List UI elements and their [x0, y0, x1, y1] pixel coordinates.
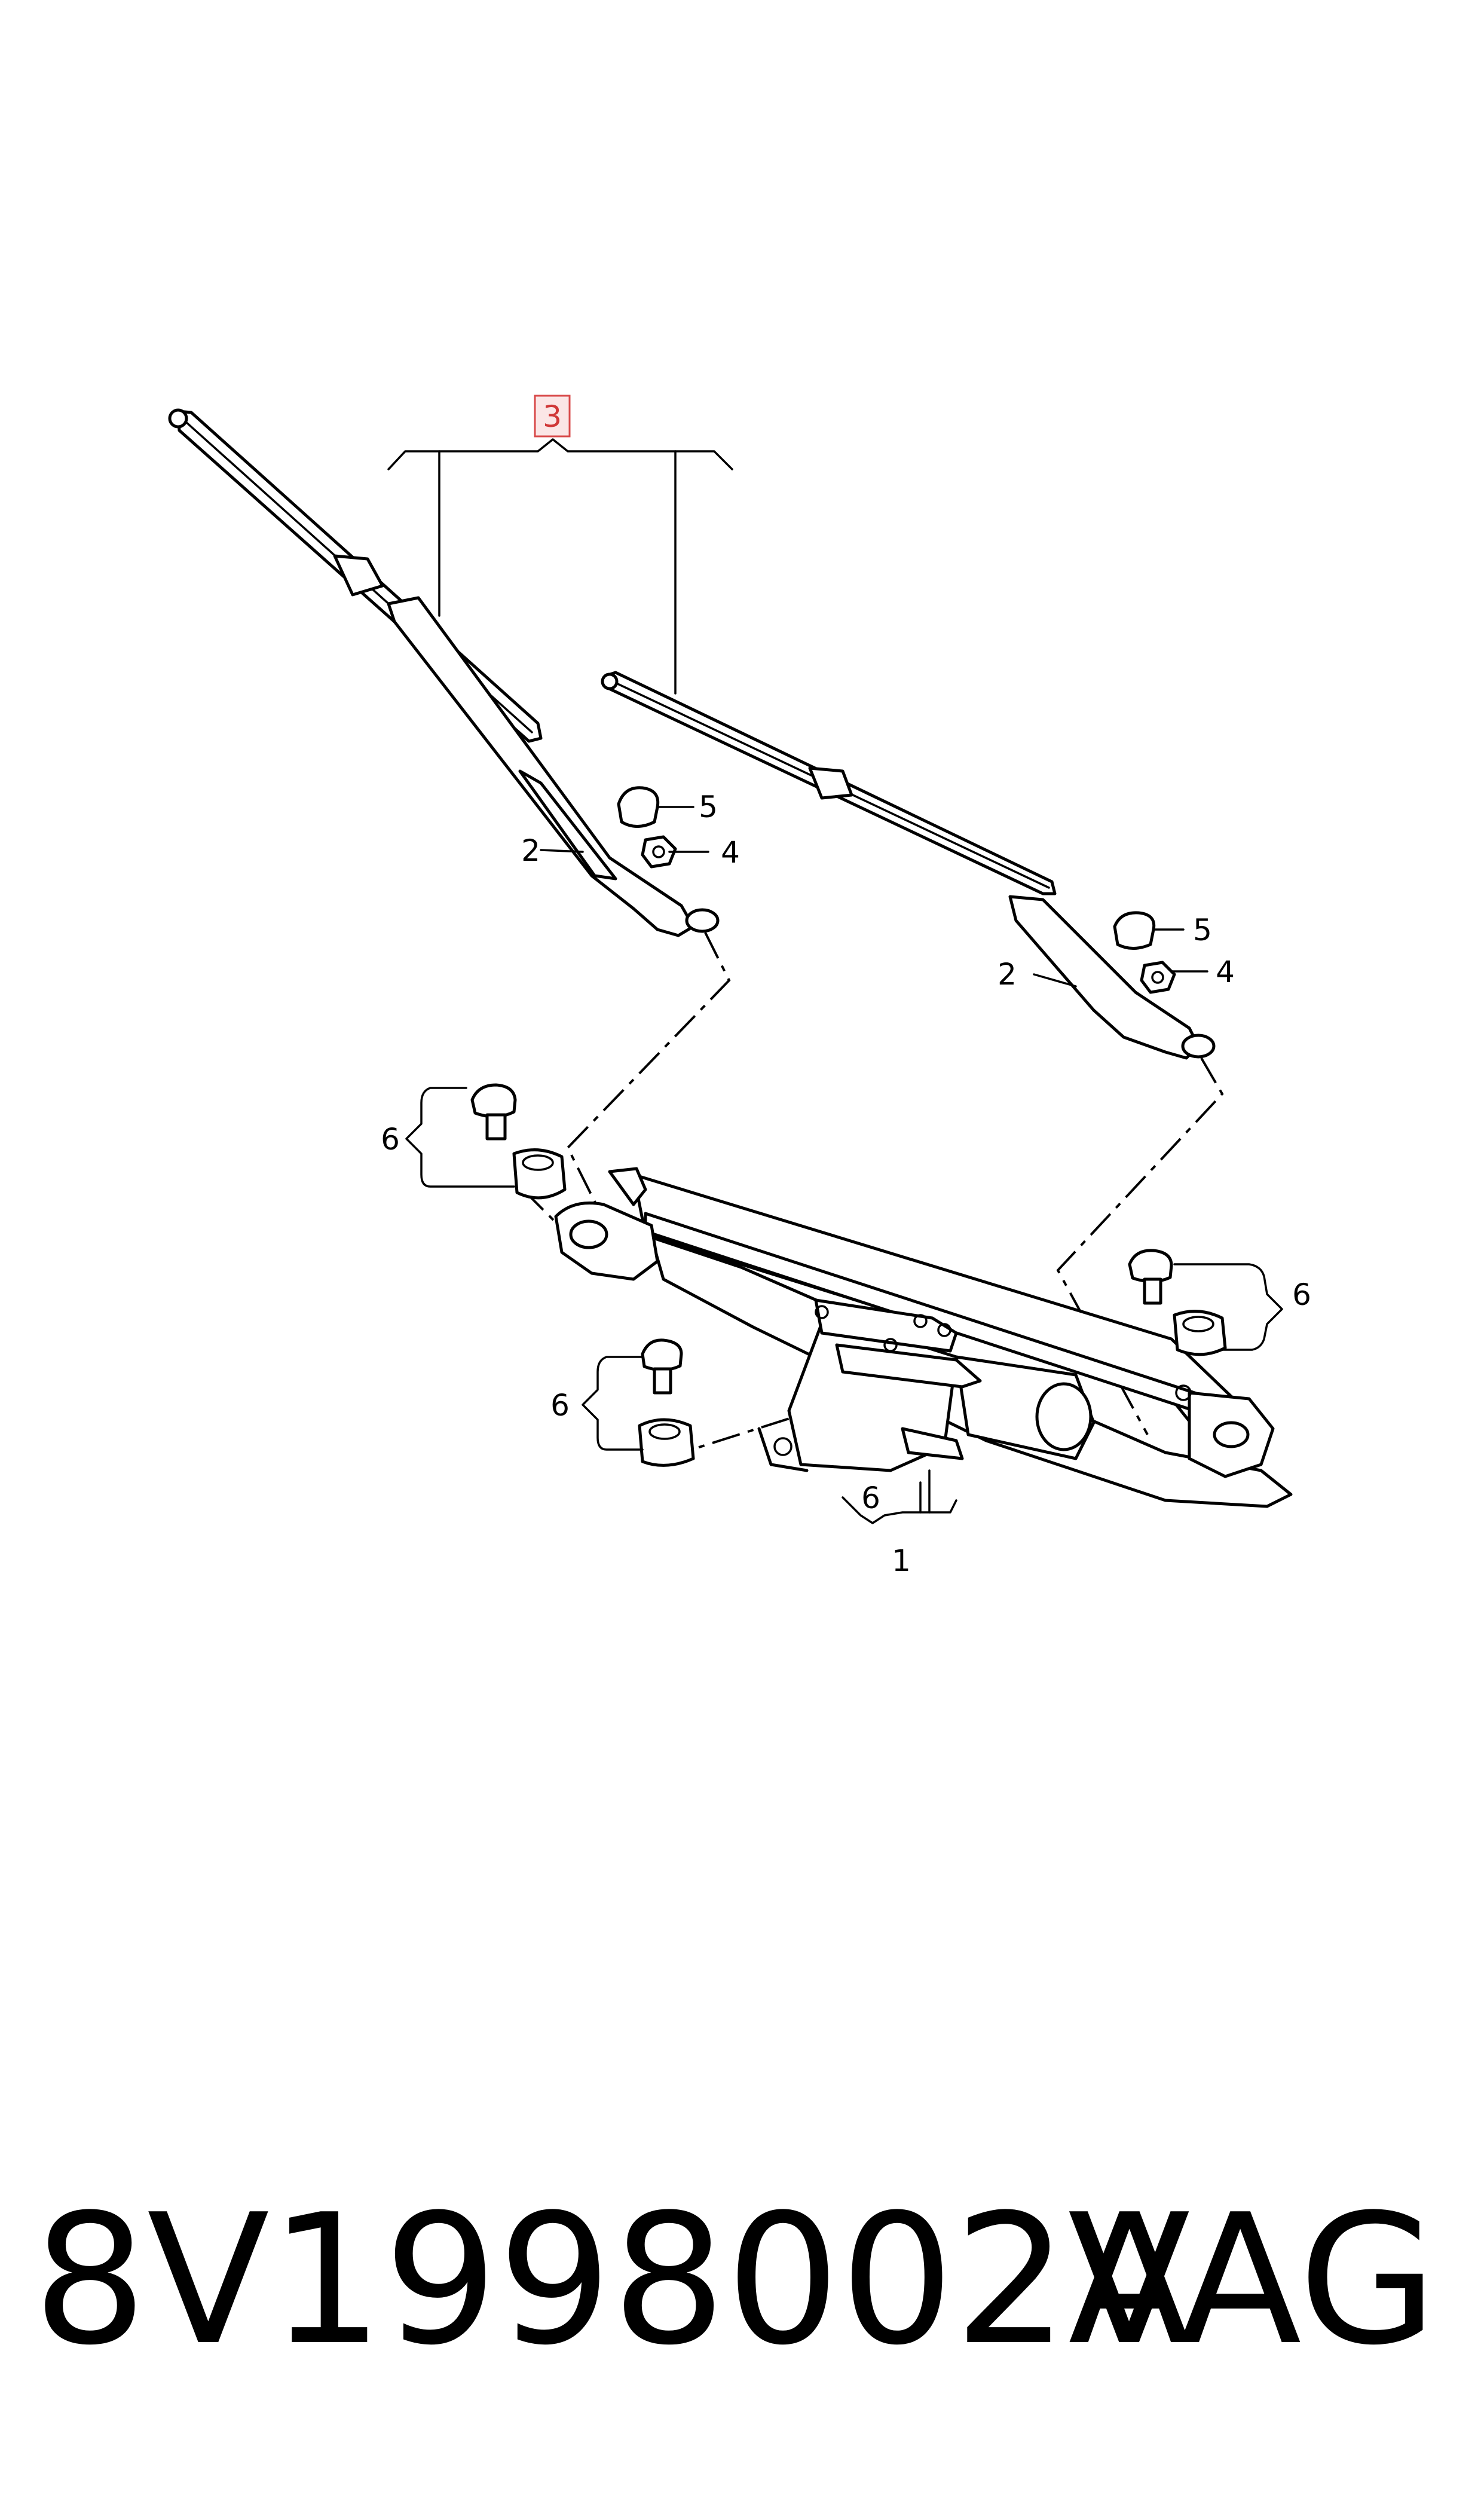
- brand-label: VAG: [1067, 2176, 1437, 2384]
- leader-lines: [540, 806, 1208, 988]
- callout-3: 3: [543, 399, 562, 434]
- wiper-arm-right: [1008, 895, 1216, 1060]
- footer: 8V1998002A VAG: [33, 2182, 1455, 2379]
- callout-4-right[interactable]: 4: [1216, 955, 1235, 989]
- callout-6-lower-left[interactable]: 6: [550, 1388, 570, 1423]
- wiper-arm-left: [387, 596, 720, 937]
- nut-4-left: [641, 835, 677, 869]
- callout-1[interactable]: 1: [892, 1543, 911, 1578]
- callout-4-left[interactable]: 4: [721, 835, 740, 870]
- wiper-linkage-motor: [554, 1167, 1293, 1508]
- cap-5-left: [617, 786, 660, 828]
- callout-5-left[interactable]: 5: [699, 790, 718, 824]
- brace-6-right: [1173, 1263, 1283, 1351]
- bracket-3: [387, 438, 733, 695]
- callout-6-upper-left[interactable]: 6: [381, 1122, 400, 1157]
- callout-2-right[interactable]: 2: [998, 957, 1017, 992]
- fastener-set-right: [1128, 1249, 1227, 1356]
- part-number: 8V1998002A: [33, 2176, 1191, 2384]
- wiper-blade-right: [601, 671, 1057, 895]
- callout-3-highlight[interactable]: 3: [534, 395, 571, 438]
- callout-6-bottom[interactable]: 6: [861, 1481, 880, 1515]
- callout-2-left[interactable]: 2: [521, 833, 540, 868]
- cap-5-right: [1113, 911, 1156, 950]
- brace-6-upper-left: [405, 1087, 515, 1188]
- callout-5-right[interactable]: 5: [1193, 913, 1212, 947]
- fastener-set-upper-left: [470, 1083, 567, 1200]
- brace-6-lower-left: [582, 1356, 644, 1451]
- fastener-set-lower-left: [638, 1338, 695, 1467]
- brace-6-bottom-1: [842, 1469, 957, 1524]
- nut-4-right: [1140, 961, 1176, 994]
- callout-6-right[interactable]: 6: [1292, 1277, 1311, 1312]
